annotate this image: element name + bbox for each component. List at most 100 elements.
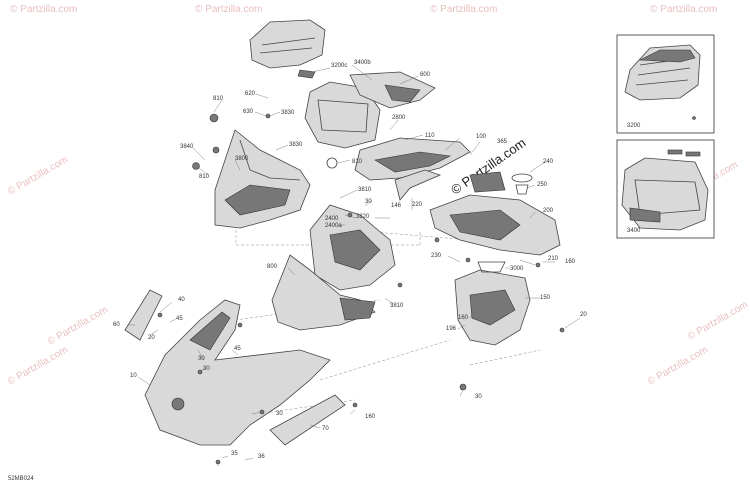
callout-3830: 3830	[281, 110, 295, 116]
strip-part	[667, 149, 683, 155]
callout-30: 30	[475, 394, 482, 400]
callout-10: 10	[130, 373, 137, 379]
inset-bottom-label: 3400	[627, 228, 641, 234]
callout-20: 20	[148, 335, 155, 341]
callout-3830: 3830	[289, 142, 303, 148]
callout-150: 150	[540, 295, 551, 301]
callout-160: 160	[565, 259, 576, 265]
callout-160: 160	[458, 315, 469, 321]
cover-ribs	[259, 37, 316, 54]
callout-160: 160	[365, 414, 376, 420]
callout-630: 630	[243, 109, 254, 115]
instrument-200	[429, 194, 561, 268]
callout-40: 40	[178, 297, 185, 303]
headlight-assembly	[271, 204, 403, 331]
callout-810: 810	[352, 159, 363, 165]
callout-60: 60	[113, 322, 120, 328]
housing-2400-dark	[329, 229, 381, 271]
gas-cap-part	[171, 397, 185, 411]
inset-top-label: 3200	[627, 123, 641, 129]
callout-36: 36	[258, 454, 265, 460]
callout-230: 230	[431, 253, 442, 259]
callout-2800: 2800	[392, 115, 406, 121]
callout-2400: 2400	[325, 216, 339, 222]
connector-part	[469, 171, 506, 193]
callout-110: 110	[425, 133, 435, 139]
grommet-part	[192, 162, 200, 170]
screw-icon	[265, 113, 271, 119]
screw-icon	[157, 312, 163, 318]
dashed-line	[469, 349, 541, 366]
callout-20: 20	[580, 312, 587, 318]
screw-icon	[559, 327, 565, 333]
storage-bin-latch	[629, 207, 661, 223]
side-panel-150	[454, 261, 565, 391]
storage-bin-inner	[634, 179, 701, 216]
callout-30: 30	[276, 411, 283, 417]
callout-30: 30	[198, 356, 205, 362]
callout-3820: 3820	[356, 214, 370, 220]
instrument-dark	[449, 209, 521, 241]
screw-icon	[397, 282, 403, 288]
callout-220: 220	[412, 202, 423, 208]
ring-part	[326, 157, 338, 169]
screw-icon	[352, 402, 358, 408]
nose-cone-10	[124, 289, 358, 465]
callout-labels: 3200c 3400b 600 810 620 630 3830 2800 11…	[113, 60, 587, 460]
callout-3800: 3800	[235, 156, 249, 162]
screw-icon	[535, 262, 541, 268]
fairing-edge	[239, 139, 301, 181]
nose-stripe	[189, 311, 231, 351]
callout-3840: 3840	[180, 144, 194, 150]
callout-30: 30	[203, 366, 210, 372]
callout-3810: 3810	[358, 187, 372, 193]
callout-810: 810	[199, 174, 210, 180]
screw-icon	[237, 322, 243, 328]
ring-240-part	[511, 173, 533, 183]
center-panels	[354, 137, 533, 201]
strip-part	[685, 151, 701, 157]
callout-3000: 3000	[510, 266, 524, 272]
cover-dark-panel	[638, 49, 696, 63]
watermark: © Partzilla.com	[650, 4, 717, 15]
callout-210: 210	[548, 256, 559, 262]
watermark: © Partzilla.com	[10, 4, 77, 15]
storage-inner	[317, 99, 369, 133]
callout-3810: 3810	[390, 303, 404, 309]
label-3000-part	[477, 261, 506, 273]
callout-365: 365	[497, 139, 508, 145]
callout-620: 620	[245, 91, 256, 97]
watermark: © Partzilla.com	[6, 344, 70, 387]
trim-60-part	[124, 289, 163, 341]
callout-45: 45	[234, 346, 241, 352]
callout-3400b: 3400b	[354, 60, 371, 66]
watermark: © Partzilla.com	[686, 299, 750, 342]
callout-600: 600	[420, 72, 431, 78]
callout-810: 810	[213, 96, 224, 102]
callout-30: 30	[365, 199, 372, 205]
panel-dark-section	[384, 84, 421, 103]
callout-3200c: 3200c	[331, 63, 347, 69]
callout-146: 146	[391, 203, 402, 209]
diagram-code: 52MB024	[8, 476, 34, 482]
grommet-part	[212, 146, 220, 154]
cowl-800-vent	[339, 297, 376, 321]
callout-800: 800	[267, 264, 278, 270]
screw-icon	[465, 257, 471, 263]
dashed-line	[319, 339, 451, 381]
screw-icon	[692, 116, 696, 120]
callout-250: 250	[537, 182, 548, 188]
inset-bottom-box: 3400	[616, 139, 715, 239]
inset-top-box: 3200	[616, 34, 715, 134]
callout-100: 100	[476, 134, 487, 140]
panel-150-dark	[469, 289, 516, 326]
watermark: © Partzilla.com	[195, 4, 262, 15]
callout-70: 70	[322, 426, 329, 432]
leader-lines	[128, 64, 581, 466]
air-duct-part	[394, 169, 442, 201]
nose-part	[144, 299, 331, 446]
callout-196: 196	[446, 326, 457, 332]
grommet-part	[209, 113, 219, 123]
panel-100-dark	[374, 151, 452, 173]
